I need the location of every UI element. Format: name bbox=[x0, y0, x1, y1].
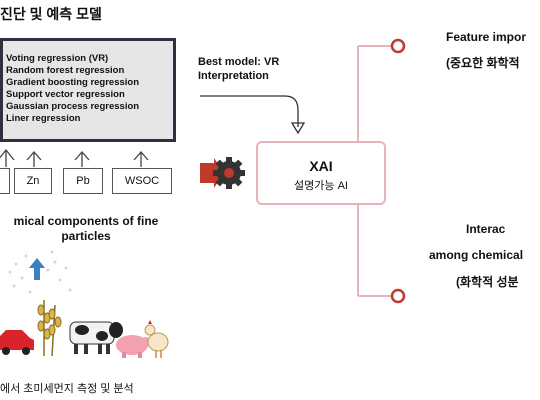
up-arrow bbox=[0, 148, 15, 161]
interaction-line2: among chemical bbox=[429, 248, 524, 262]
best-model-arrow bbox=[200, 95, 299, 127]
car-icon bbox=[0, 330, 34, 355]
model-item: Gaussian process regression bbox=[6, 101, 140, 112]
model-item: Voting regression (VR) bbox=[6, 53, 109, 64]
bottom-caption: 에서 초미세먼지 측정 및 분석 bbox=[0, 383, 134, 395]
model-item: Liner regression bbox=[6, 113, 81, 124]
component-box-partial bbox=[0, 168, 10, 194]
branch-bottom-node bbox=[390, 288, 406, 304]
gear-icon bbox=[213, 157, 245, 189]
component-label: Zn bbox=[26, 175, 40, 187]
model-item: Random forest regression bbox=[6, 65, 125, 76]
emission-arrow-icon bbox=[29, 258, 45, 280]
pig-icon bbox=[116, 335, 151, 358]
components-caption-line1: mical components of fine bbox=[13, 214, 159, 228]
cow-icon bbox=[69, 321, 123, 354]
wheat-icon bbox=[37, 300, 62, 357]
branch-top-node bbox=[390, 38, 406, 54]
xai-title: XAI bbox=[309, 158, 333, 174]
components-caption: mical components of fine particles bbox=[0, 214, 172, 244]
xai-subtitle: 설명가능 AI bbox=[294, 180, 348, 192]
model-list: Voting regression (VR) Random forest reg… bbox=[6, 53, 139, 125]
components-caption-line2: particles bbox=[61, 229, 111, 243]
feature-importance-line2: (중요한 화학적 bbox=[446, 56, 520, 70]
component-label: Pb bbox=[76, 175, 90, 187]
best-model-line2: Interpretation bbox=[198, 70, 269, 82]
best-model-arrowhead bbox=[290, 122, 306, 135]
component-label: WSOC bbox=[124, 175, 160, 187]
interaction-line1: Interac bbox=[466, 222, 506, 236]
model-item: Gradient boosting regression bbox=[6, 77, 140, 88]
model-list-box bbox=[0, 38, 176, 142]
component-box-wsoc: WSOC bbox=[112, 168, 172, 194]
component-box-pb: Pb bbox=[63, 168, 103, 194]
xai-box: XAI 설명가능 AI bbox=[256, 141, 386, 205]
interaction-line3: (화학적 성분 bbox=[456, 275, 519, 289]
best-model-text: Best model: VR Interpretation bbox=[198, 55, 279, 83]
component-up-arrows bbox=[0, 148, 149, 167]
emission-dots bbox=[8, 250, 72, 294]
chicken-icon bbox=[144, 320, 169, 358]
component-box-zn: Zn bbox=[14, 168, 52, 194]
model-item: Support vector regression bbox=[6, 89, 125, 100]
best-model-line1: Best model: VR bbox=[198, 56, 280, 68]
page-title: 진단 및 예측 모델 bbox=[0, 6, 102, 22]
feature-importance-line1: Feature impor bbox=[446, 30, 527, 44]
